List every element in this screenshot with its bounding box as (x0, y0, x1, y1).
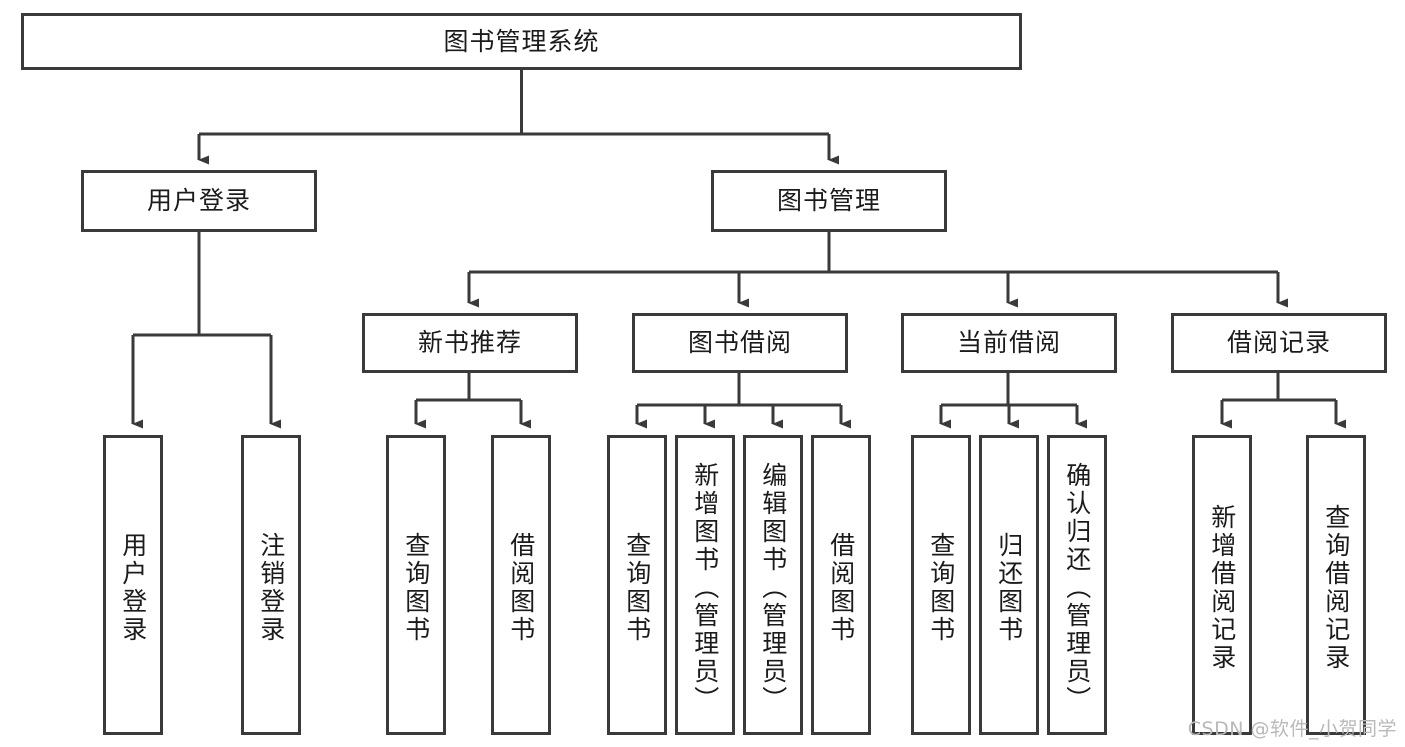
node-label: 新增借阅记录 (1207, 504, 1237, 672)
node-label: 图书管理系统 (443, 26, 600, 56)
node-label: 新书推荐 (417, 328, 522, 358)
node-label: 查询图书 (622, 532, 652, 644)
node-leaf-query-book-rec[interactable]: 查询图书 (386, 435, 446, 735)
node-current-borrow[interactable]: 当前借阅 (901, 313, 1117, 373)
node-leaf-borrow-book[interactable]: 借阅图书 (811, 435, 871, 735)
node-leaf-logout-login[interactable]: 注销登录 (241, 435, 301, 735)
csdn-watermark: CSDN @软件_小贺同学 (1187, 718, 1397, 740)
node-label: 查询图书 (926, 532, 956, 644)
node-label: 用户登录 (118, 532, 148, 644)
node-label: 图书管理 (776, 186, 881, 216)
node-leaf-add-book-admin[interactable]: 新增图书（管理员） (675, 435, 735, 735)
node-label: 当前借阅 (956, 328, 1061, 358)
node-label: 归还图书 (994, 532, 1024, 644)
node-leaf-user-login[interactable]: 用户登录 (103, 435, 163, 735)
node-book-borrow[interactable]: 图书借阅 (632, 313, 848, 373)
node-leaf-return-book[interactable]: 归还图书 (979, 435, 1039, 735)
node-label: 用户登录 (146, 186, 251, 216)
node-label: 借阅记录 (1226, 328, 1331, 358)
node-label: 查询图书 (401, 532, 431, 644)
node-leaf-add-borrow-record[interactable]: 新增借阅记录 (1192, 435, 1252, 735)
node-user-login[interactable]: 用户登录 (81, 170, 317, 232)
node-new-book-recommendation[interactable]: 新书推荐 (362, 313, 578, 373)
node-leaf-edit-book-admin[interactable]: 编辑图书（管理员） (743, 435, 803, 735)
node-label: 查询借阅记录 (1321, 504, 1351, 672)
node-label: 图书借阅 (687, 328, 792, 358)
node-label: 新增图书（管理员） (690, 462, 720, 714)
node-leaf-query-book-borrow[interactable]: 查询图书 (607, 435, 667, 735)
node-label: 确认归还（管理员） (1062, 462, 1092, 714)
node-label: 借阅图书 (826, 532, 856, 644)
node-leaf-query-borrow-record[interactable]: 查询借阅记录 (1306, 435, 1366, 735)
node-root-book-management-system[interactable]: 图书管理系统 (21, 13, 1022, 70)
node-leaf-borrow-book-rec[interactable]: 借阅图书 (491, 435, 551, 735)
node-label: 编辑图书（管理员） (758, 462, 788, 714)
node-leaf-query-book-current[interactable]: 查询图书 (911, 435, 971, 735)
node-label: 借阅图书 (506, 532, 536, 644)
node-book-manage[interactable]: 图书管理 (711, 170, 947, 232)
node-borrow-record[interactable]: 借阅记录 (1171, 313, 1387, 373)
node-label: 注销登录 (256, 532, 286, 644)
node-leaf-confirm-return-admin[interactable]: 确认归还（管理员） (1047, 435, 1107, 735)
